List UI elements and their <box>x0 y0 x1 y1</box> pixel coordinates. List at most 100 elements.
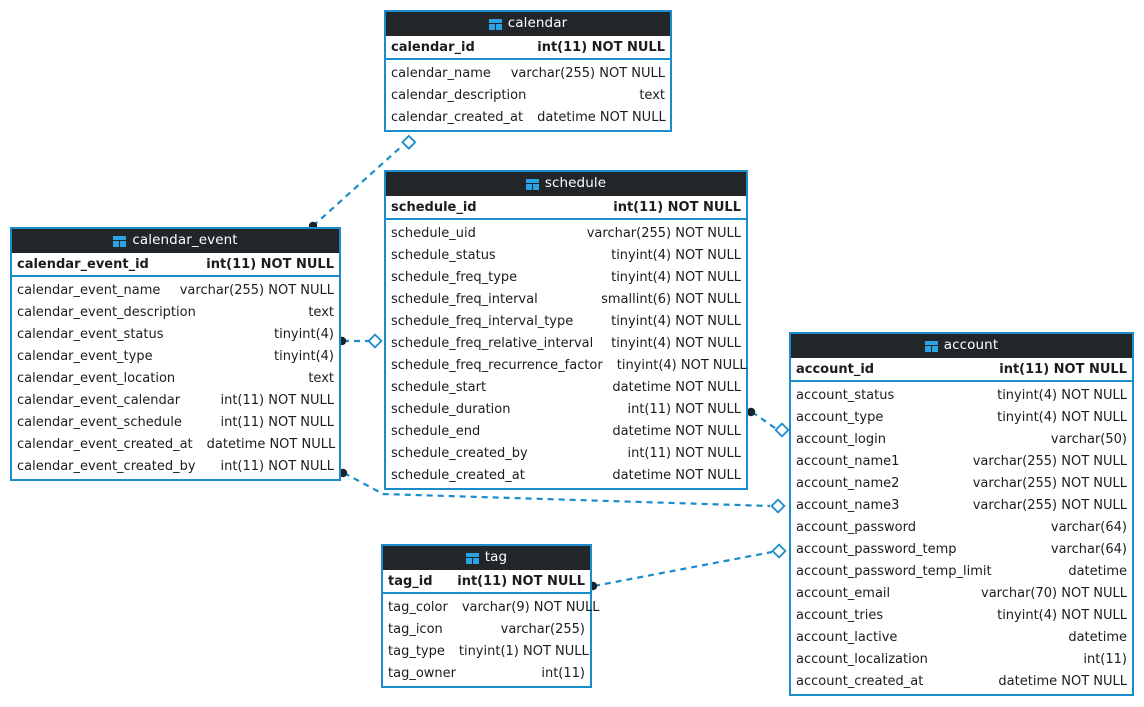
entity-table-calendar-event[interactable]: calendar_event calendar_event_id int(11)… <box>10 227 341 481</box>
column-name: schedule_id <box>391 199 477 215</box>
table-row[interactable]: account_lactive datetime <box>791 626 1132 648</box>
table-row[interactable]: account_status tinyint(4) NOT NULL <box>791 384 1132 406</box>
entity-title: tag <box>484 549 508 566</box>
table-row[interactable]: schedule_created_at datetime NOT NULL <box>386 464 746 486</box>
table-row[interactable]: schedule_created_by int(11) NOT NULL <box>386 442 746 464</box>
table-row[interactable]: account_password varchar(64) <box>791 516 1132 538</box>
column-name: account_password <box>796 519 917 535</box>
column-name: account_created_at <box>796 673 924 689</box>
table-row[interactable]: calendar_event_schedule int(11) NOT NULL <box>12 411 339 433</box>
entity-header-calendar-event: calendar_event <box>12 229 339 253</box>
column-name: account_type <box>796 409 884 425</box>
column-name: calendar_event_type <box>17 348 153 364</box>
column-name: calendar_event_description <box>17 304 196 320</box>
relation-tag-to-account[interactable] <box>588 543 787 591</box>
column-name: account_localization <box>796 651 928 667</box>
table-row[interactable]: account_type tinyint(4) NOT NULL <box>791 406 1132 428</box>
table-row[interactable]: tag_type tinyint(1) NOT NULL <box>383 640 590 662</box>
column-name: schedule_freq_recurrence_factor <box>391 357 603 373</box>
table-row[interactable]: schedule_freq_relative_interval tinyint(… <box>386 332 746 354</box>
table-row[interactable]: tag_owner int(11) <box>383 662 590 684</box>
column-type: text <box>308 370 334 386</box>
column-type: varchar(255) NOT NULL <box>972 453 1127 469</box>
table-row[interactable]: schedule_freq_recurrence_factor tinyint(… <box>386 354 747 376</box>
column-name: account_password_temp <box>796 541 957 557</box>
table-row[interactable]: account_name3 varchar(255) NOT NULL <box>791 494 1132 516</box>
column-name: account_email <box>796 585 891 601</box>
table-row[interactable]: account_name1 varchar(255) NOT NULL <box>791 450 1132 472</box>
column-type: varchar(255) NOT NULL <box>972 475 1127 491</box>
table-row[interactable]: schedule_uid varchar(255) NOT NULL <box>386 222 746 244</box>
column-type: int(11) NOT NULL <box>220 458 334 474</box>
entity-primary-key-row[interactable]: calendar_event_id int(11) NOT NULL <box>12 253 339 277</box>
column-type: varchar(255) NOT NULL <box>179 282 334 298</box>
table-row[interactable]: calendar_event_description text <box>12 301 339 323</box>
table-row[interactable]: calendar_name varchar(255) NOT NULL <box>386 62 670 84</box>
table-row[interactable]: schedule_freq_type tinyint(4) NOT NULL <box>386 266 746 288</box>
column-name: calendar_event_name <box>17 282 161 298</box>
entity-primary-key-row[interactable]: tag_id int(11) NOT NULL <box>383 570 590 594</box>
column-name: calendar_event_status <box>17 326 164 342</box>
column-name: account_password_temp_limit <box>796 563 992 579</box>
column-name: schedule_created_by <box>391 445 528 461</box>
column-name: account_lactive <box>796 629 898 645</box>
column-name: tag_icon <box>388 621 443 637</box>
column-name: schedule_end <box>391 423 481 439</box>
column-type: int(11) NOT NULL <box>627 401 741 417</box>
column-type: datetime NOT NULL <box>537 109 666 125</box>
table-row[interactable]: schedule_freq_interval smallint(6) NOT N… <box>386 288 746 310</box>
relation-endpoint-diamond <box>770 498 786 514</box>
entity-table-calendar[interactable]: calendar calendar_id int(11) NOT NULL ca… <box>384 10 672 132</box>
table-row[interactable]: schedule_freq_interval_type tinyint(4) N… <box>386 310 746 332</box>
column-type: datetime <box>1068 563 1127 579</box>
entity-columns: calendar_event_name varchar(255) NOT NUL… <box>12 277 339 479</box>
relation-schedule-to-account[interactable] <box>746 407 790 438</box>
table-row[interactable]: account_created_at datetime NOT NULL <box>791 670 1132 692</box>
column-type: int(11) NOT NULL <box>613 199 741 215</box>
entity-primary-key-row[interactable]: schedule_id int(11) NOT NULL <box>386 196 746 220</box>
table-row[interactable]: schedule_status tinyint(4) NOT NULL <box>386 244 746 266</box>
table-row[interactable]: account_password_temp varchar(64) <box>791 538 1132 560</box>
table-row[interactable]: schedule_duration int(11) NOT NULL <box>386 398 746 420</box>
table-row[interactable]: tag_color varchar(9) NOT NULL <box>383 596 600 618</box>
table-row[interactable]: tag_icon varchar(255) <box>383 618 590 640</box>
entity-columns: account_status tinyint(4) NOT NULL accou… <box>791 382 1132 694</box>
table-row[interactable]: calendar_created_at datetime NOT NULL <box>386 106 670 128</box>
column-type: datetime NOT NULL <box>612 467 741 483</box>
table-row[interactable]: account_tries tinyint(4) NOT NULL <box>791 604 1132 626</box>
table-row[interactable]: calendar_event_created_by int(11) NOT NU… <box>12 455 339 477</box>
column-type: tinyint(4) NOT NULL <box>997 409 1127 425</box>
column-name: account_id <box>796 361 875 377</box>
column-type: varchar(50) <box>1050 431 1127 447</box>
table-row[interactable]: calendar_event_location text <box>12 367 339 389</box>
relation-calendar-event-to-schedule[interactable] <box>337 333 383 349</box>
column-name: calendar_created_at <box>391 109 524 125</box>
entity-table-account[interactable]: account account_id int(11) NOT NULL acco… <box>789 332 1134 696</box>
table-row[interactable]: account_password_temp_limit datetime <box>791 560 1132 582</box>
column-type: tinyint(4) <box>273 326 334 342</box>
table-row[interactable]: calendar_description text <box>386 84 670 106</box>
column-name: account_name3 <box>796 497 900 513</box>
entity-title: calendar <box>507 15 568 32</box>
column-type: varchar(9) NOT NULL <box>461 599 600 615</box>
table-row[interactable]: calendar_event_type tinyint(4) <box>12 345 339 367</box>
entity-table-tag[interactable]: tag tag_id int(11) NOT NULL tag_color va… <box>381 544 600 688</box>
column-name: calendar_event_created_by <box>17 458 196 474</box>
table-row[interactable]: schedule_end datetime NOT NULL <box>386 420 746 442</box>
entity-primary-key-row[interactable]: account_id int(11) NOT NULL <box>791 358 1132 382</box>
table-row[interactable]: calendar_event_status tinyint(4) <box>12 323 339 345</box>
entity-table-schedule[interactable]: schedule schedule_id int(11) NOT NULL sc… <box>384 170 748 490</box>
column-name: calendar_event_calendar <box>17 392 181 408</box>
table-row[interactable]: calendar_event_name varchar(255) NOT NUL… <box>12 279 339 301</box>
column-name: account_name1 <box>796 453 900 469</box>
table-row[interactable]: schedule_start datetime NOT NULL <box>386 376 746 398</box>
table-row[interactable]: account_login varchar(50) <box>791 428 1132 450</box>
entity-primary-key-row[interactable]: calendar_id int(11) NOT NULL <box>386 36 670 60</box>
table-row[interactable]: account_localization int(11) <box>791 648 1132 670</box>
entity-title: schedule <box>544 175 607 192</box>
column-name: schedule_freq_type <box>391 269 518 285</box>
table-row[interactable]: account_email varchar(70) NOT NULL <box>791 582 1132 604</box>
table-row[interactable]: calendar_event_calendar int(11) NOT NULL <box>12 389 339 411</box>
table-row[interactable]: account_name2 varchar(255) NOT NULL <box>791 472 1132 494</box>
table-row[interactable]: calendar_event_created_at datetime NOT N… <box>12 433 339 455</box>
